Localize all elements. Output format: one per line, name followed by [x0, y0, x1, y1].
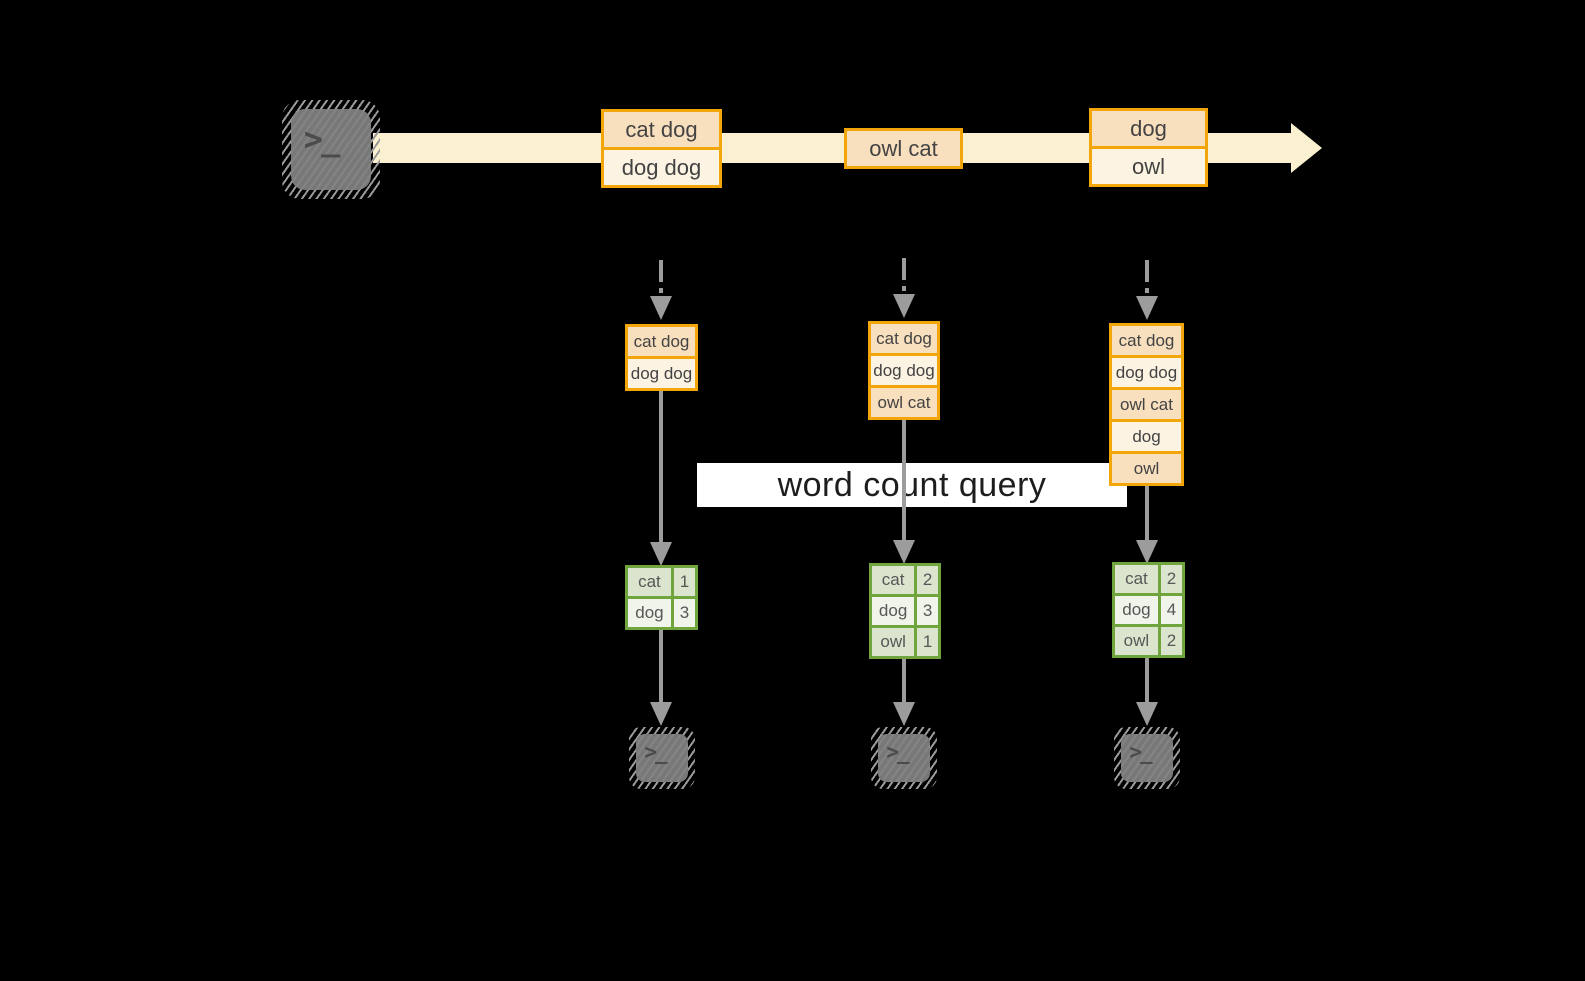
count-word: owl: [1115, 627, 1158, 655]
batch-line: dog: [1112, 419, 1181, 451]
terminal-screen: >_: [636, 734, 688, 782]
stream-event-line: owl cat: [847, 131, 960, 166]
terminal-screen: >_: [878, 734, 930, 782]
count-row: cat 2: [1115, 565, 1182, 593]
terminal-prompt-icon: >_: [303, 120, 341, 159]
count-word: dog: [628, 599, 671, 627]
ingest-arrow-head-1: [650, 296, 672, 320]
query-arrow-line-2: [902, 420, 906, 541]
batch-line: dog dog: [1112, 355, 1181, 387]
query-arrow-head-3: [1136, 540, 1158, 564]
count-row: dog 3: [872, 594, 938, 625]
query-arrow-line-3: [1145, 486, 1149, 541]
count-row: dog 3: [628, 596, 695, 627]
batch-line: cat dog: [1112, 326, 1181, 355]
batch-line: cat dog: [628, 327, 695, 356]
batch-line: owl: [1112, 451, 1181, 483]
count-table-3: cat 2 dog 4 owl 2: [1112, 562, 1185, 658]
ingest-arrow-head-3: [1136, 296, 1158, 320]
output-arrow-head-1: [650, 702, 672, 726]
batch-stack-1: cat dog dog dog: [625, 324, 698, 391]
output-arrow-head-3: [1136, 702, 1158, 726]
stream-event-1: cat dog dog dog: [601, 109, 722, 188]
batch-stack-3: cat dog dog dog owl cat dog owl: [1109, 323, 1184, 486]
ingest-arrow-line-3: [1145, 260, 1149, 293]
batch-line: dog dog: [628, 356, 695, 388]
stream-event-line: dog dog: [604, 147, 719, 185]
terminal-icon: >_: [629, 727, 695, 789]
batch-line: owl cat: [871, 385, 937, 417]
ingest-arrow-line-1: [659, 260, 663, 293]
output-arrow-line-1: [659, 630, 663, 702]
count-word: cat: [872, 566, 915, 594]
stream-event-line: cat dog: [604, 112, 719, 147]
ingest-arrow-head-2: [893, 294, 915, 318]
batch-line: cat dog: [871, 324, 937, 353]
terminal-icon: >_: [1114, 727, 1180, 789]
count-word: cat: [1115, 565, 1158, 593]
terminal-icon: >_: [282, 100, 380, 199]
count-table-2: cat 2 dog 3 owl 1: [869, 563, 941, 659]
count-value: 2: [1157, 627, 1182, 655]
query-label-text: word count query: [777, 465, 1047, 504]
stream-arrow-head-icon: [1291, 123, 1322, 173]
count-row: owl 1: [872, 625, 938, 656]
ingest-arrow-line-2: [902, 258, 906, 291]
count-row: cat 2: [872, 566, 938, 594]
count-word: cat: [628, 568, 671, 596]
terminal-prompt-icon: >_: [886, 739, 909, 764]
output-arrow-head-2: [893, 702, 915, 726]
count-row: cat 1: [628, 568, 695, 596]
terminal-prompt-icon: >_: [644, 739, 667, 764]
output-arrow-line-2: [902, 659, 906, 702]
batch-stack-2: cat dog dog dog owl cat: [868, 321, 940, 420]
count-value: 1: [670, 568, 695, 596]
query-label: word count query: [697, 463, 1127, 507]
stream-event-2: owl cat: [844, 128, 963, 169]
stream-event-line: owl: [1092, 146, 1205, 184]
query-arrow-line-1: [659, 391, 663, 543]
batch-line: owl cat: [1112, 387, 1181, 419]
count-value: 3: [914, 597, 938, 625]
count-word: owl: [872, 628, 915, 656]
count-value: 2: [914, 566, 938, 594]
count-row: dog 4: [1115, 593, 1182, 624]
query-arrow-head-1: [650, 542, 672, 566]
stream-event-line: dog: [1092, 111, 1205, 146]
count-value: 2: [1157, 565, 1182, 593]
count-value: 1: [914, 628, 938, 656]
count-table-1: cat 1 dog 3: [625, 565, 698, 630]
count-value: 3: [670, 599, 695, 627]
terminal-screen: >_: [1121, 734, 1173, 782]
stream-event-3: dog owl: [1089, 108, 1208, 187]
count-word: dog: [1115, 596, 1158, 624]
terminal-icon: >_: [871, 727, 937, 789]
output-arrow-line-3: [1145, 658, 1149, 702]
terminal-prompt-icon: >_: [1129, 739, 1152, 764]
terminal-screen: >_: [291, 109, 371, 190]
count-word: dog: [872, 597, 915, 625]
batch-line: dog dog: [871, 353, 937, 385]
count-value: 4: [1157, 596, 1182, 624]
count-row: owl 2: [1115, 624, 1182, 655]
query-arrow-head-2: [893, 540, 915, 564]
